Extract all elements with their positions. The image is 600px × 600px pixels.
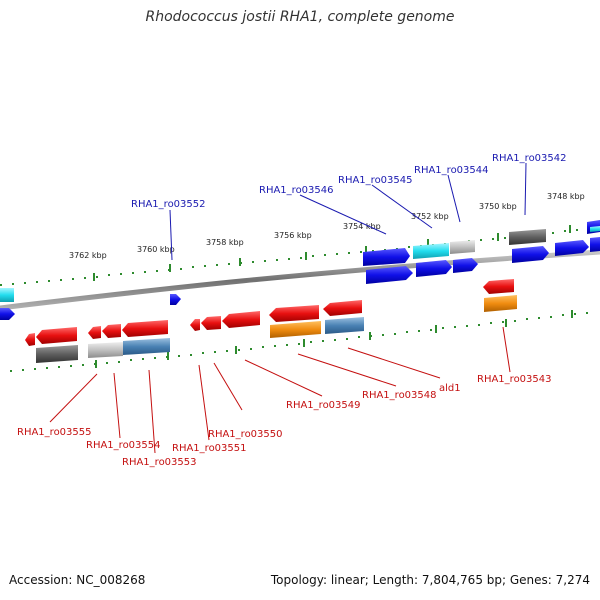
- forward-gene[interactable]: [363, 248, 410, 266]
- reverse-gene[interactable]: [102, 324, 121, 338]
- forward-gene[interactable]: [509, 229, 546, 245]
- reverse-genes: [25, 279, 517, 363]
- gene-label-ro03555[interactable]: RHA1_ro03555: [17, 427, 92, 438]
- axis-label: 3750 kbp: [479, 202, 517, 211]
- gene-label-ro03542[interactable]: RHA1_ro03542: [492, 153, 567, 164]
- gene-label-ro03544[interactable]: RHA1_ro03544: [414, 165, 489, 176]
- reverse-gene[interactable]: [190, 319, 200, 331]
- forward-gene[interactable]: [0, 308, 15, 320]
- reverse-gene[interactable]: [269, 305, 319, 322]
- reverse-gene[interactable]: [88, 326, 101, 339]
- gene-label-ro03553[interactable]: RHA1_ro03553: [122, 457, 197, 468]
- forward-gene[interactable]: [555, 240, 589, 256]
- forward-gene[interactable]: [590, 237, 600, 252]
- reverse-gene[interactable]: [484, 295, 517, 312]
- reverse-gene[interactable]: [222, 311, 260, 328]
- gene-label-ro03546[interactable]: RHA1_ro03546: [259, 185, 334, 196]
- reverse-tick-row: [10, 310, 588, 372]
- reverse-gene[interactable]: [122, 320, 168, 337]
- reverse-gene[interactable]: [36, 345, 78, 363]
- reverse-gene[interactable]: [36, 327, 77, 344]
- forward-gene[interactable]: [366, 266, 413, 284]
- gene-label-ald1[interactable]: ald1: [439, 383, 461, 394]
- axis-label: 3754 kbp: [343, 222, 381, 231]
- gene-label-ro03545[interactable]: RHA1_ro03545: [338, 175, 413, 186]
- accession-text: Accession: NC_008268: [9, 573, 146, 587]
- gene-label-ro03554[interactable]: RHA1_ro03554: [86, 440, 161, 451]
- gene-label-ro03550[interactable]: RHA1_ro03550: [208, 429, 283, 440]
- reverse-labels: [49, 326, 511, 454]
- reverse-gene[interactable]: [270, 321, 321, 338]
- forward-gene[interactable]: [512, 246, 549, 263]
- axis-label: 3748 kbp: [547, 192, 585, 201]
- forward-gene[interactable]: [413, 243, 449, 259]
- genome-summary-text: Topology: linear; Length: 7,804,765 bp; …: [270, 573, 590, 587]
- reverse-gene[interactable]: [88, 342, 123, 358]
- reverse-gene[interactable]: [201, 316, 221, 330]
- gene-label-ro03552[interactable]: RHA1_ro03552: [131, 199, 206, 210]
- gene-label-ro03549[interactable]: RHA1_ro03549: [286, 400, 361, 411]
- axis-label: 3760 kbp: [137, 245, 175, 254]
- reverse-gene[interactable]: [483, 279, 514, 294]
- forward-genes: [0, 220, 600, 320]
- axis-labels: 3762 kbp 3760 kbp 3758 kbp 3756 kbp 3754…: [69, 192, 585, 260]
- forward-gene[interactable]: [450, 240, 475, 254]
- axis-label: 3758 kbp: [206, 238, 244, 247]
- axis-label: 3762 kbp: [69, 251, 107, 260]
- forward-gene[interactable]: [0, 288, 14, 302]
- forward-gene[interactable]: [453, 258, 478, 273]
- axis-label: 3752 kbp: [411, 212, 449, 221]
- axis-label: 3756 kbp: [274, 231, 312, 240]
- forward-labels: [169, 162, 527, 261]
- forward-gene[interactable]: [170, 294, 181, 305]
- genome-backbone: [0, 249, 600, 311]
- forward-gene[interactable]: [590, 226, 600, 232]
- gene-label-ro03543[interactable]: RHA1_ro03543: [477, 374, 552, 385]
- forward-gene[interactable]: [416, 260, 452, 277]
- reverse-gene[interactable]: [123, 338, 170, 355]
- map-title: Rhodococcus jostii RHA1, complete genome: [145, 9, 455, 25]
- reverse-gene[interactable]: [25, 333, 35, 346]
- gene-label-ro03551[interactable]: RHA1_ro03551: [172, 443, 247, 454]
- reverse-gene[interactable]: [325, 317, 364, 334]
- reverse-gene[interactable]: [323, 300, 362, 316]
- gene-label-ro03548[interactable]: RHA1_ro03548: [362, 390, 437, 401]
